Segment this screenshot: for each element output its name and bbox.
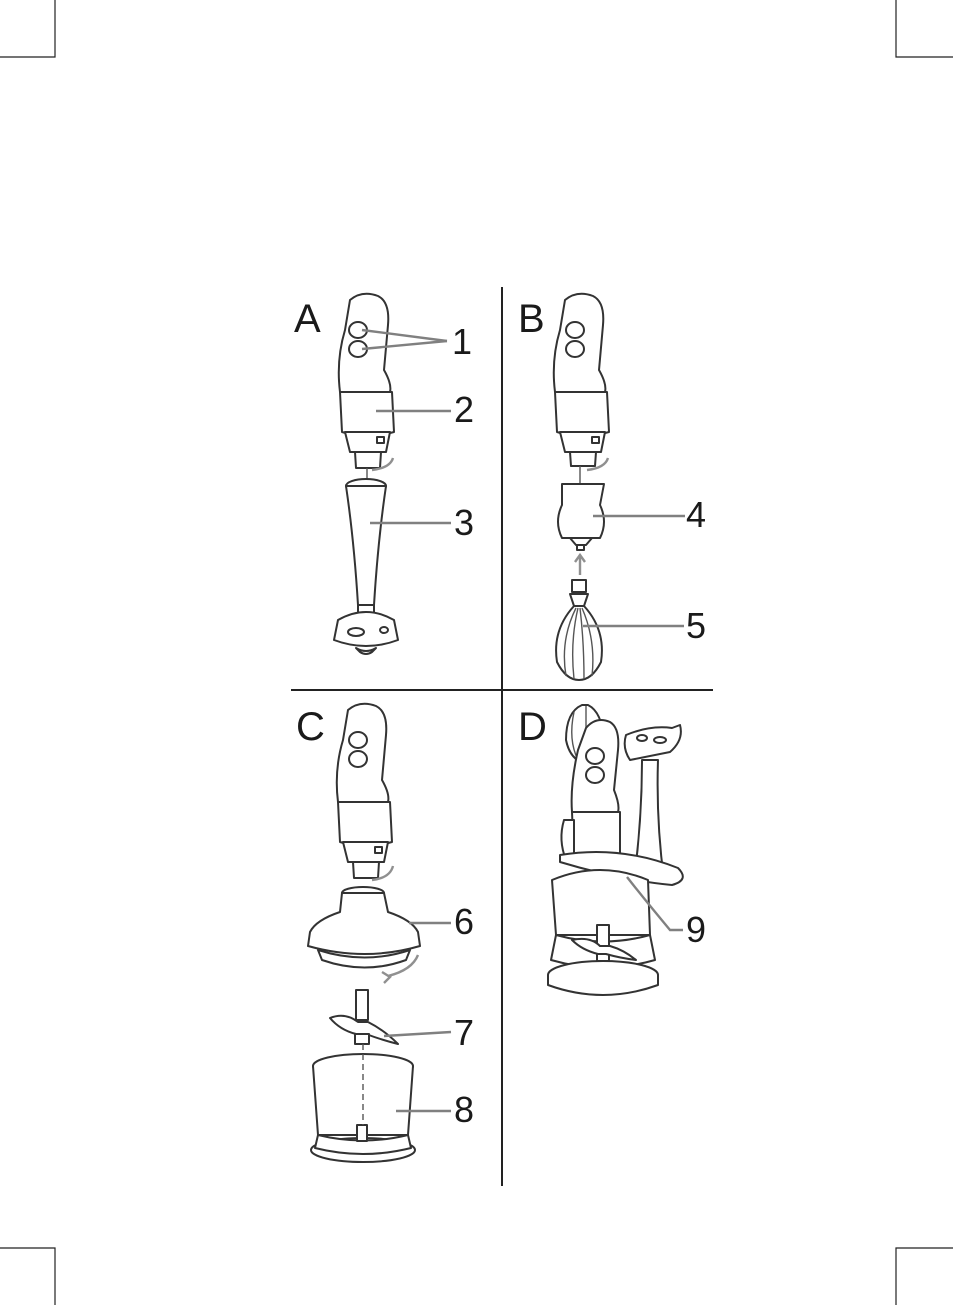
blender-shaft bbox=[334, 479, 398, 654]
callout-6: 6 bbox=[454, 901, 474, 942]
callout-7: 7 bbox=[454, 1012, 474, 1053]
motor-unit-c bbox=[337, 704, 392, 878]
panel-c: C bbox=[296, 704, 474, 1162]
panel-b: B 4 bbox=[518, 294, 706, 680]
motor-unit-b bbox=[554, 294, 609, 466]
panel-label-b: B bbox=[518, 297, 545, 341]
callout-1: 1 bbox=[452, 321, 472, 362]
callout-2: 2 bbox=[454, 389, 474, 430]
callout-4: 4 bbox=[686, 494, 706, 535]
panel-d: D bbox=[518, 705, 706, 995]
panel-a: A 1 2 3 bbox=[294, 294, 474, 654]
attach-arrow-b bbox=[575, 555, 585, 575]
callout-5: 5 bbox=[686, 605, 706, 646]
callout-8: 8 bbox=[454, 1089, 474, 1130]
callout-9: 9 bbox=[686, 909, 706, 950]
whisk bbox=[556, 580, 602, 680]
panel-label-d: D bbox=[518, 705, 547, 749]
callout-3: 3 bbox=[454, 502, 474, 543]
stored-chopper-bowl bbox=[548, 870, 658, 995]
panel-label-a: A bbox=[294, 297, 321, 341]
leader-7 bbox=[384, 1032, 451, 1036]
motor-unit-a bbox=[339, 294, 394, 468]
chopper-lid bbox=[308, 887, 420, 968]
panel-label-c: C bbox=[296, 705, 325, 749]
